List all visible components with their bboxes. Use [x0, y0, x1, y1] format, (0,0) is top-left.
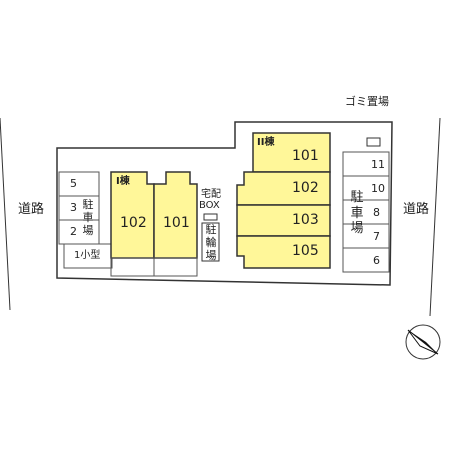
bicycle-parking [201, 222, 220, 262]
building-1 [110, 171, 198, 277]
unit-2-101: 101 [292, 148, 319, 164]
delivery-box-label-2: BOX [199, 200, 220, 211]
unit-2-102: 102 [292, 180, 319, 196]
garbage-area [366, 137, 381, 147]
building-1-label: I棟 [116, 176, 130, 187]
unit-2-103: 103 [292, 212, 319, 228]
parking-slot-6: 6 [373, 254, 380, 267]
building-2 [236, 132, 331, 269]
delivery-box [203, 213, 218, 221]
parking-slot-1-small: 1小型 [74, 250, 101, 261]
garbage-label: ゴミ置場 [345, 95, 389, 108]
site-boundary [56, 121, 393, 286]
road-right-edge [429, 117, 441, 317]
unit-1-102: 102 [120, 215, 147, 231]
right-parking-lot [342, 151, 390, 273]
north-arrow-icon [405, 324, 441, 360]
parking-slot-8: 8 [373, 206, 380, 219]
right-parking-label: 駐車場 [350, 190, 364, 237]
parking-slot-3: 3 [70, 201, 77, 214]
road-label-left: 道路 [18, 202, 45, 217]
parking-slot-11: 11 [371, 158, 385, 171]
unit-1-101: 101 [163, 215, 190, 231]
left-parking-label: 駐車場 [82, 198, 94, 237]
parking-slot-5: 5 [70, 177, 77, 190]
parking-slot-7: 7 [373, 230, 380, 243]
road-left-edge [0, 117, 11, 311]
building-2-label: II棟 [257, 137, 275, 148]
unit-2-105: 105 [292, 243, 319, 259]
bicycle-parking-label: 駐輪場 [205, 223, 217, 262]
road-label-right: 道路 [403, 202, 430, 217]
parking-slot-10: 10 [371, 182, 385, 195]
delivery-box-label-1: 宅配 [201, 189, 221, 200]
parking-slot-2: 2 [70, 225, 77, 238]
